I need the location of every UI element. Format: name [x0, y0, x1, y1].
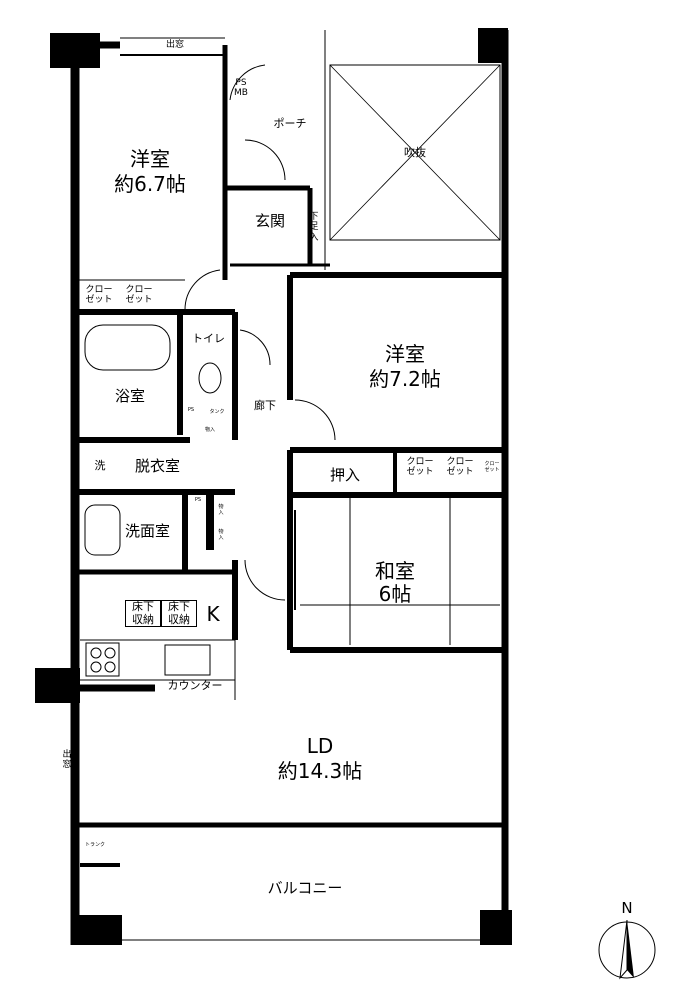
underfloor-storage-label: 床下 収納 — [161, 600, 197, 628]
western-room-1-name: 洋室 — [130, 147, 170, 171]
shoe-storage-label: 下足入 — [309, 212, 319, 243]
western-room-2-size: 約7.2帖 — [369, 367, 441, 391]
oshiire-label: 押入 — [329, 466, 360, 484]
compass-icon — [598, 919, 656, 980]
western-room-1-size: 約6.7帖 — [114, 172, 186, 196]
hallway-label: 廊下 — [254, 399, 276, 412]
kitchen-label: K — [206, 602, 220, 626]
closet-label: クロー ゼット — [406, 457, 434, 478]
storage-label: 物入 — [218, 529, 224, 541]
ps-label: PS — [194, 497, 202, 503]
toilet-label: トイレ — [192, 332, 225, 345]
closet-label: クロー ゼット — [85, 285, 113, 306]
closet-label: クロー ゼット — [446, 457, 474, 478]
bay-window-label: 出窓 — [165, 40, 184, 50]
japanese-room-name: 和室 — [375, 559, 415, 583]
tank-label: タンク — [209, 409, 225, 415]
washer-label: 洗 — [94, 459, 106, 472]
counter-label: カウンター — [167, 679, 223, 692]
compass-north-label: N — [621, 899, 633, 917]
closet-label: クロー ゼット — [125, 285, 153, 306]
ps-label: PS — [187, 407, 195, 413]
western-room-2-name: 洋室 — [385, 342, 425, 366]
ps-label: PS — [94, 687, 102, 693]
storage-label: 物入 — [218, 504, 224, 516]
entrance-label: 玄関 — [254, 212, 285, 230]
ld-size: 約14.3帖 — [277, 759, 363, 783]
trunk-label: トランク — [84, 842, 105, 848]
japanese-room-size: 6帖 — [378, 582, 412, 606]
closet-label: クロー ゼット — [484, 461, 500, 473]
washroom-label: 洗面室 — [124, 522, 170, 540]
bay-window-label-2: 出窓 — [62, 750, 72, 771]
ps-mb-label: PS MB — [234, 78, 248, 99]
void-label: 吹抜 — [404, 146, 426, 159]
dressing-label: 脱衣室 — [134, 457, 180, 475]
storage-label: 物入 — [204, 427, 215, 433]
underfloor-storage-label: 床下 収納 — [125, 600, 161, 628]
ld-name: LD — [306, 734, 334, 758]
bath-label: 浴室 — [114, 387, 145, 405]
balcony-label: バルコニー — [267, 879, 343, 897]
porch-label: ポーチ — [273, 117, 307, 130]
void-area — [329, 64, 501, 241]
